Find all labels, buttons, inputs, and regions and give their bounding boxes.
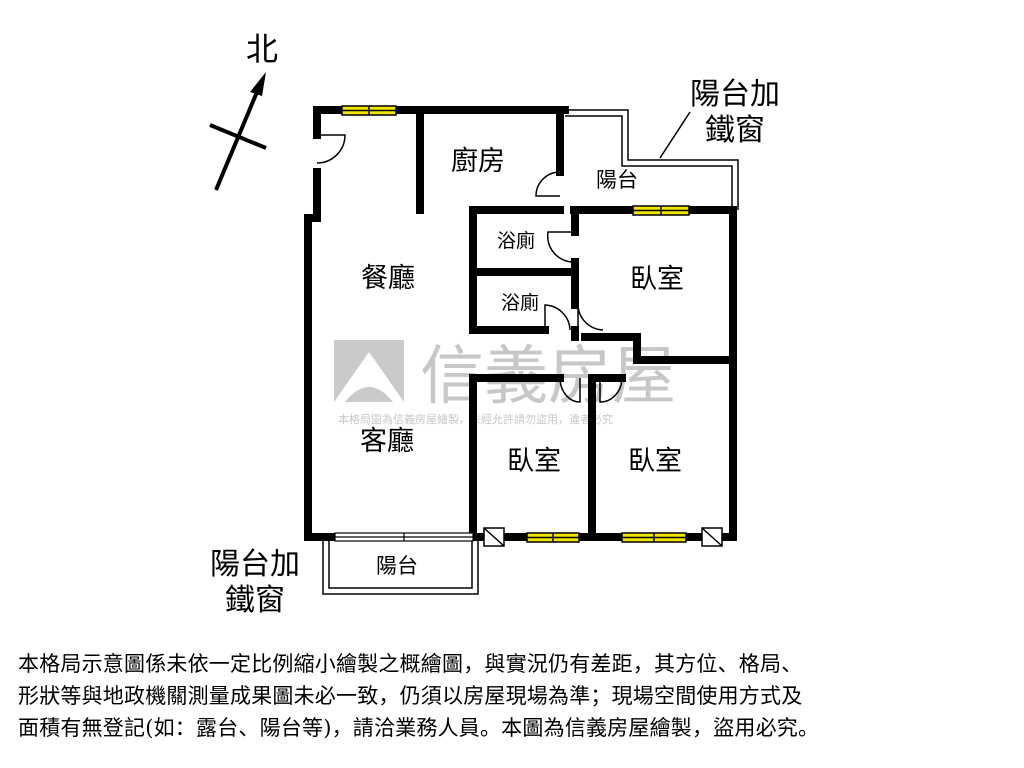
room-label-dining: 餐廳 (361, 263, 415, 294)
floor-plan-drawing: 信義房屋 本格局圖為信義房屋繪製，未經允許請勿盜用，違者必究 北 (209, 30, 780, 618)
annotation-bottom-line2: 鐵窗 (225, 583, 285, 618)
room-label-bedroom-2: 臥室 (507, 446, 561, 477)
disclaimer-line-2: 形狀等與地政機關測量成果圖未必一致，仍須以房屋現場為準；現場空間使用方式及 (18, 684, 803, 708)
room-label-bath-1: 浴廁 (497, 229, 535, 252)
annotation-top-line1: 陽台加 (690, 77, 780, 112)
duct-shafts (483, 527, 723, 547)
room-label-bedroom-3: 臥室 (628, 446, 682, 477)
room-label-balcony-bottom: 陽台 (376, 554, 418, 578)
watermark-logo-icon (334, 340, 404, 402)
doors (316, 134, 623, 403)
room-label-kitchen: 廚房 (451, 146, 505, 177)
annotation-bottom-line1: 陽台加 (210, 547, 300, 582)
disclaimer-line-1: 本格局示意圖係未依一定比例縮小繪製之概繪圖，與實況仍有差距，其方位、格局、 (18, 652, 803, 676)
room-label-living: 客廳 (360, 426, 414, 457)
disclaimer-text: 本格局示意圖係未依一定比例縮小繪製之概繪圖，與實況仍有差距，其方位、格局、 形狀… (18, 648, 1013, 744)
room-label-bath-2: 浴廁 (501, 291, 539, 314)
sliding-door (334, 532, 474, 542)
balcony-outlines (322, 109, 739, 595)
room-label-bedroom-1: 臥室 (630, 264, 684, 295)
north-arrow-icon (209, 72, 267, 191)
windows (341, 105, 690, 543)
watermark: 信義房屋 本格局圖為信義房屋繪製，未經允許請勿盜用，違者必究 (334, 340, 676, 426)
compass-north-label: 北 (246, 30, 278, 68)
room-label-balcony-top: 陽台 (596, 168, 638, 192)
disclaimer-line-3: 面積有無登記(如：露台、陽台等)，請洽業務人員。本圖為信義房屋繪製，盜用必究。 (18, 716, 820, 740)
annotation-pointers (659, 111, 691, 159)
annotation-top-line2: 鐵窗 (705, 113, 765, 148)
